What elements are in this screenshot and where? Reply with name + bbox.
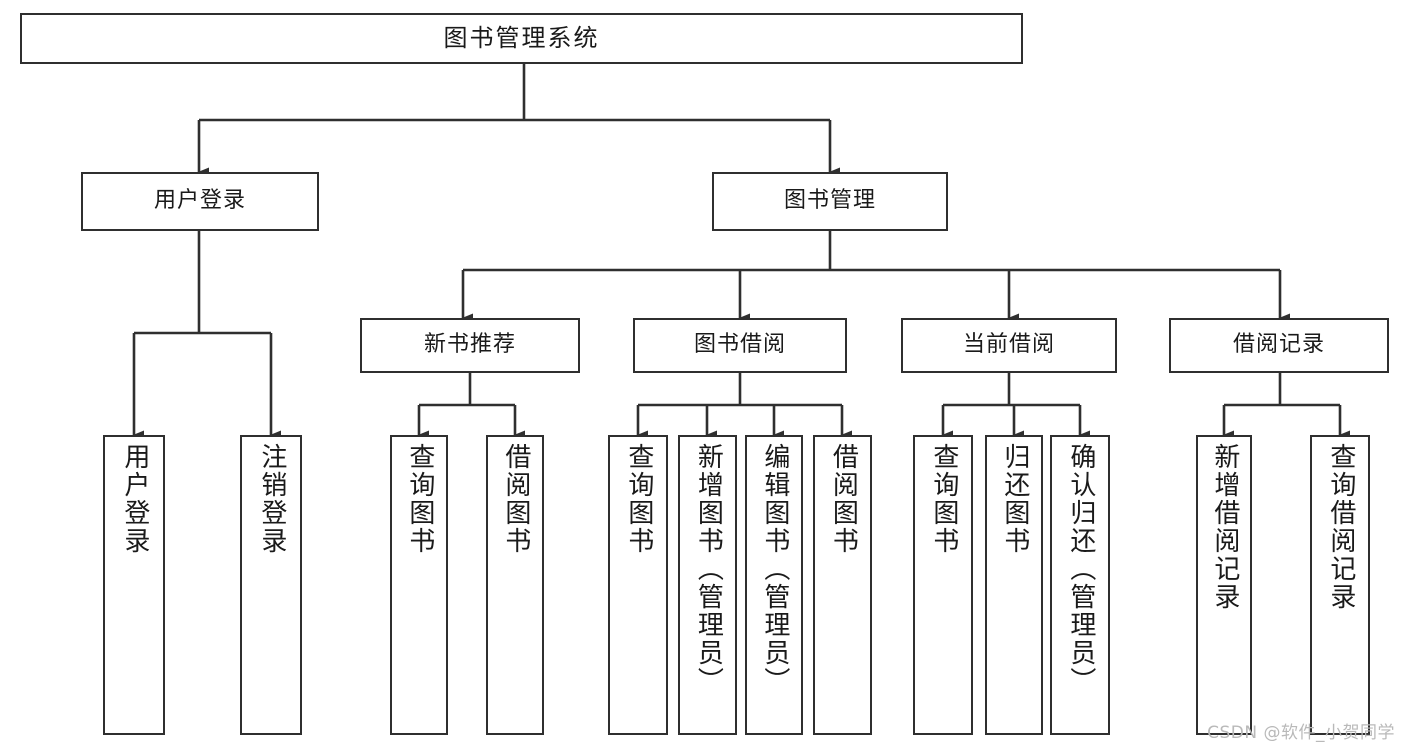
- node-label-leaf-edit-book-admin: 编辑图书（管理员）: [759, 443, 790, 695]
- node-label-leaf-borrow-book: 借阅图书: [828, 443, 859, 555]
- node-label-book-manage: 图书管理: [783, 188, 876, 214]
- node-leaf-edit-book-admin[interactable]: 编辑图书（管理员）: [745, 435, 803, 735]
- node-leaf-add-book-admin[interactable]: 新增图书（管理员）: [678, 435, 737, 735]
- node-label-leaf-query-book-rec: 查询图书: [404, 443, 435, 555]
- node-leaf-add-borrow-record[interactable]: 新增借阅记录: [1196, 435, 1252, 735]
- node-label-leaf-query-book-current: 查询图书: [928, 443, 959, 555]
- node-leaf-query-book-rec[interactable]: 查询图书: [390, 435, 448, 735]
- connector-lines: [132, 64, 1350, 440]
- node-leaf-borrow-book-rec[interactable]: 借阅图书: [486, 435, 544, 735]
- node-new-book-rec[interactable]: 新书推荐: [360, 318, 580, 373]
- node-label-user-login: 用户登录: [153, 188, 246, 214]
- node-label-leaf-confirm-return-admin: 确认归还（管理员）: [1065, 443, 1096, 695]
- node-label-leaf-query-book-borrow: 查询图书: [623, 443, 654, 555]
- node-leaf-confirm-return-admin[interactable]: 确认归还（管理员）: [1050, 435, 1110, 735]
- node-user-login[interactable]: 用户登录: [81, 172, 319, 231]
- node-label-book-borrow: 图书借阅: [693, 332, 786, 358]
- node-root[interactable]: 图书管理系统: [20, 13, 1023, 64]
- node-book-manage[interactable]: 图书管理: [712, 172, 948, 231]
- node-leaf-query-book-borrow[interactable]: 查询图书: [608, 435, 668, 735]
- node-leaf-borrow-book[interactable]: 借阅图书: [813, 435, 872, 735]
- node-label-leaf-user-logout: 注销登录: [256, 443, 287, 555]
- node-label-leaf-add-book-admin: 新增图书（管理员）: [693, 443, 724, 695]
- node-label-leaf-return-book: 归还图书: [999, 443, 1030, 555]
- node-label-leaf-user-login: 用户登录: [119, 443, 150, 555]
- node-borrow-record[interactable]: 借阅记录: [1169, 318, 1389, 373]
- node-label-new-book-rec: 新书推荐: [423, 332, 516, 358]
- watermark-text: CSDN @软件_小贺同学: [1207, 723, 1395, 743]
- node-label-current-borrow: 当前借阅: [962, 332, 1055, 358]
- node-leaf-return-book[interactable]: 归还图书: [985, 435, 1043, 735]
- node-label-leaf-query-borrow-record: 查询借阅记录: [1325, 443, 1356, 611]
- node-current-borrow[interactable]: 当前借阅: [901, 318, 1117, 373]
- node-label-leaf-add-borrow-record: 新增借阅记录: [1209, 443, 1240, 611]
- node-leaf-query-borrow-record[interactable]: 查询借阅记录: [1310, 435, 1370, 735]
- node-book-borrow[interactable]: 图书借阅: [633, 318, 847, 373]
- node-leaf-query-book-current[interactable]: 查询图书: [913, 435, 973, 735]
- node-label-borrow-record: 借阅记录: [1232, 332, 1325, 358]
- node-label-leaf-borrow-book-rec: 借阅图书: [500, 443, 531, 555]
- node-leaf-user-logout[interactable]: 注销登录: [240, 435, 302, 735]
- node-label-root: 图书管理系统: [443, 24, 600, 53]
- node-leaf-user-login[interactable]: 用户登录: [103, 435, 165, 735]
